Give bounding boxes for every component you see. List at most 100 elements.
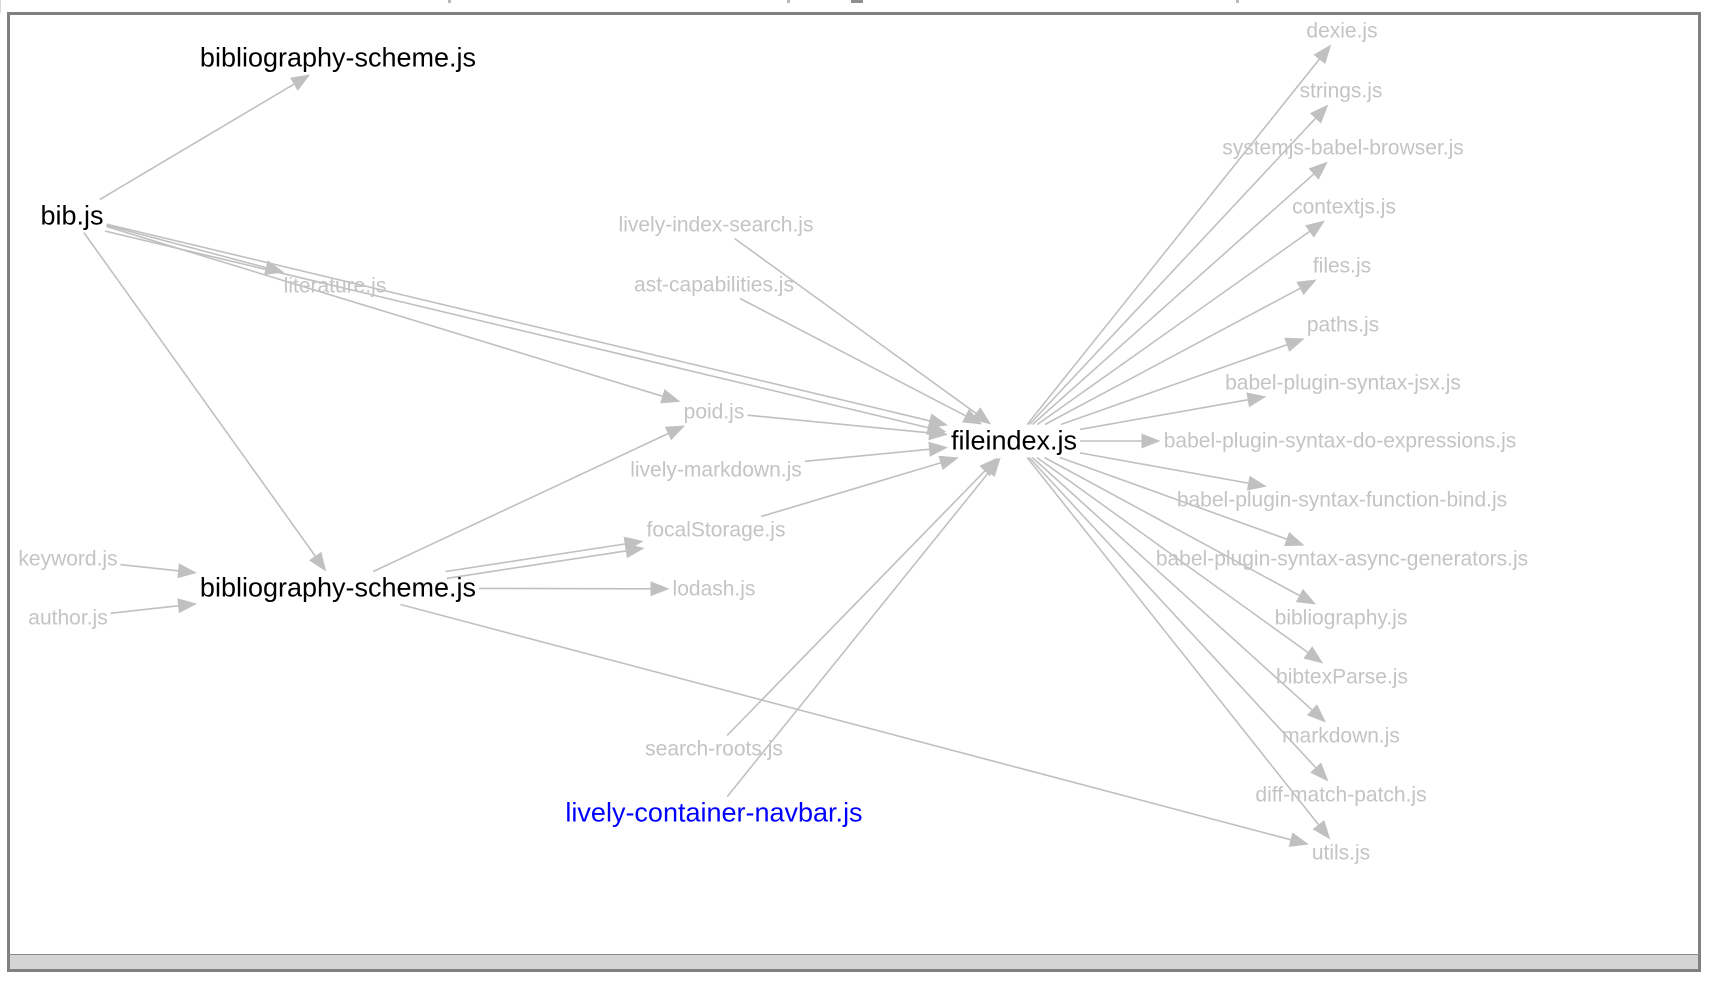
graph-edge-arrowhead <box>1308 161 1328 180</box>
graph-node-bibliography-scheme-top[interactable]: bibliography-scheme.js <box>199 42 477 73</box>
graph-edge <box>1036 456 1309 654</box>
graph-node-search-roots[interactable]: search-roots.js <box>645 737 783 761</box>
graph-edge-arrowhead <box>264 260 285 275</box>
graph-node-bib[interactable]: bib.js <box>40 200 104 231</box>
graph-node-utils[interactable]: utils.js <box>1311 841 1371 865</box>
graph-edge <box>1031 173 1315 426</box>
graph-edge-arrowhead <box>660 389 681 404</box>
graph-node-markdown[interactable]: markdown.js <box>1282 724 1400 748</box>
graph-edge <box>760 462 941 518</box>
graph-edge <box>1044 287 1301 426</box>
graph-edge-arrowhead <box>1295 588 1317 605</box>
graph-node-keyword[interactable]: keyword.js <box>18 547 118 571</box>
graph-edge-arrowhead <box>1284 337 1305 352</box>
graph-node-focalStorage[interactable]: focalStorage.js <box>646 518 786 542</box>
toolbar-tick <box>448 0 451 3</box>
toolbar-tick <box>851 0 863 3</box>
graph-node-babel-plugin-syntax-async-generators[interactable]: babel-plugin-syntax-async-generators.js <box>1155 547 1529 571</box>
graph-node-contextjs[interactable]: contextjs.js <box>1292 195 1396 219</box>
graph-edge-arrowhead <box>1310 762 1329 782</box>
graph-edge <box>804 448 930 463</box>
graph-node-lively-index-search[interactable]: lively-index-search.js <box>618 213 814 237</box>
graph-edge <box>747 414 930 434</box>
graph-edge <box>1060 344 1288 426</box>
graph-edge-arrowhead <box>1309 104 1329 124</box>
graph-edge <box>1079 452 1249 484</box>
graph-edge-arrowhead <box>1246 475 1267 491</box>
graph-edge <box>120 563 179 572</box>
graph-edge-arrowhead <box>290 74 311 91</box>
graph-edge <box>1026 58 1320 425</box>
graph-edge <box>445 543 625 573</box>
graph-node-lively-markdown[interactable]: lively-markdown.js <box>630 458 802 482</box>
truncated-toolbar-strip <box>0 0 1709 13</box>
graph-edge-arrowhead <box>1288 832 1309 847</box>
graph-edge-arrowhead <box>624 543 645 559</box>
graph-edge-arrowhead <box>177 563 197 579</box>
graph-edge-arrowhead <box>1313 44 1332 64</box>
graph-edge-arrowhead <box>982 457 1001 477</box>
graph-edge <box>726 471 990 798</box>
graph-node-bibtexParse[interactable]: bibtexParse.js <box>1276 665 1408 689</box>
graph-node-bibliography-scheme-mid[interactable]: bibliography-scheme.js <box>199 572 477 603</box>
graph-edge-arrowhead <box>664 425 686 441</box>
graph-edge-arrowhead <box>1141 433 1161 449</box>
graph-edge-arrowhead <box>309 551 327 572</box>
graph-node-babel-plugin-syntax-jsx[interactable]: babel-plugin-syntax-jsx.js <box>1225 371 1461 395</box>
graph-edge <box>446 550 626 580</box>
graph-node-lodash[interactable]: lodash.js <box>672 577 756 601</box>
graph-edge <box>1059 456 1287 540</box>
graph-edge-arrowhead <box>1306 704 1326 723</box>
graph-edge <box>372 432 669 573</box>
scrollbar-thumb[interactable] <box>10 955 1698 969</box>
graph-node-poid[interactable]: poid.js <box>683 400 745 424</box>
graph-edge <box>400 603 1291 841</box>
graph-edge <box>734 237 977 414</box>
graph-edge-arrowhead <box>928 425 948 441</box>
graph-edge-arrowhead <box>1305 220 1325 238</box>
graph-edge-arrowhead <box>1296 279 1317 296</box>
graph-edge <box>726 470 986 737</box>
graph-node-babel-plugin-syntax-do-expressions[interactable]: babel-plugin-syntax-do-expressions.js <box>1163 429 1517 453</box>
graph-node-fileindex[interactable]: fileindex.js <box>950 425 1078 456</box>
graph-node-files[interactable]: files.js <box>1312 254 1372 278</box>
graph-edge-arrowhead <box>650 581 670 597</box>
graph-node-systemjs-babel-browser[interactable]: systemjs-babel-browser.js <box>1222 136 1464 160</box>
graph-node-babel-plugin-syntax-function-bind[interactable]: babel-plugin-syntax-function-bind.js <box>1176 488 1508 512</box>
graph-edge <box>739 297 966 417</box>
graph-edge <box>1031 456 1313 711</box>
graph-edge-arrowhead <box>1312 820 1331 840</box>
graph-edge <box>1036 230 1310 426</box>
graph-node-literature[interactable]: literature.js <box>283 274 387 298</box>
graph-canvas[interactable]: bib.js bibliography-scheme.js bibliography… <box>10 15 1698 945</box>
horizontal-scrollbar[interactable] <box>7 954 1701 972</box>
graph-node-dexie[interactable]: dexie.js <box>1306 19 1378 43</box>
graph-edge <box>1028 117 1316 426</box>
graph-edges-layer <box>83 44 1332 847</box>
graph-node-author[interactable]: author.js <box>28 606 108 630</box>
graph-edge-arrowhead <box>1246 392 1267 408</box>
graph-edge-arrowhead <box>938 455 959 471</box>
graph-edge <box>83 232 316 557</box>
graph-edge <box>1079 399 1248 431</box>
graph-edge <box>1026 457 1320 826</box>
graph-edge <box>106 223 930 422</box>
graph-node-lively-container-navbar[interactable]: lively-container-navbar.js <box>565 797 863 828</box>
graph-edge-arrowhead <box>928 441 948 457</box>
graph-edge <box>106 225 663 397</box>
graph-edge <box>1044 456 1300 597</box>
graph-edge-arrowhead <box>962 409 983 425</box>
graph-node-bibliography[interactable]: bibliography.js <box>1274 606 1408 630</box>
graph-node-diff-match-patch[interactable]: diff-match-patch.js <box>1255 783 1427 807</box>
toolbar-tick <box>787 0 790 3</box>
graph-edge <box>106 224 267 269</box>
graph-node-strings[interactable]: strings.js <box>1299 79 1383 103</box>
graph-node-ast-capabilities[interactable]: ast-capabilities.js <box>634 273 794 297</box>
graph-node-paths[interactable]: paths.js <box>1306 313 1380 337</box>
graph-edge <box>110 605 179 615</box>
graph-edge <box>99 83 295 201</box>
graph-edge <box>1028 456 1317 769</box>
graph-viewport-frame: bib.js bibliography-scheme.js bibliography… <box>7 12 1701 954</box>
graph-edge <box>104 230 929 429</box>
